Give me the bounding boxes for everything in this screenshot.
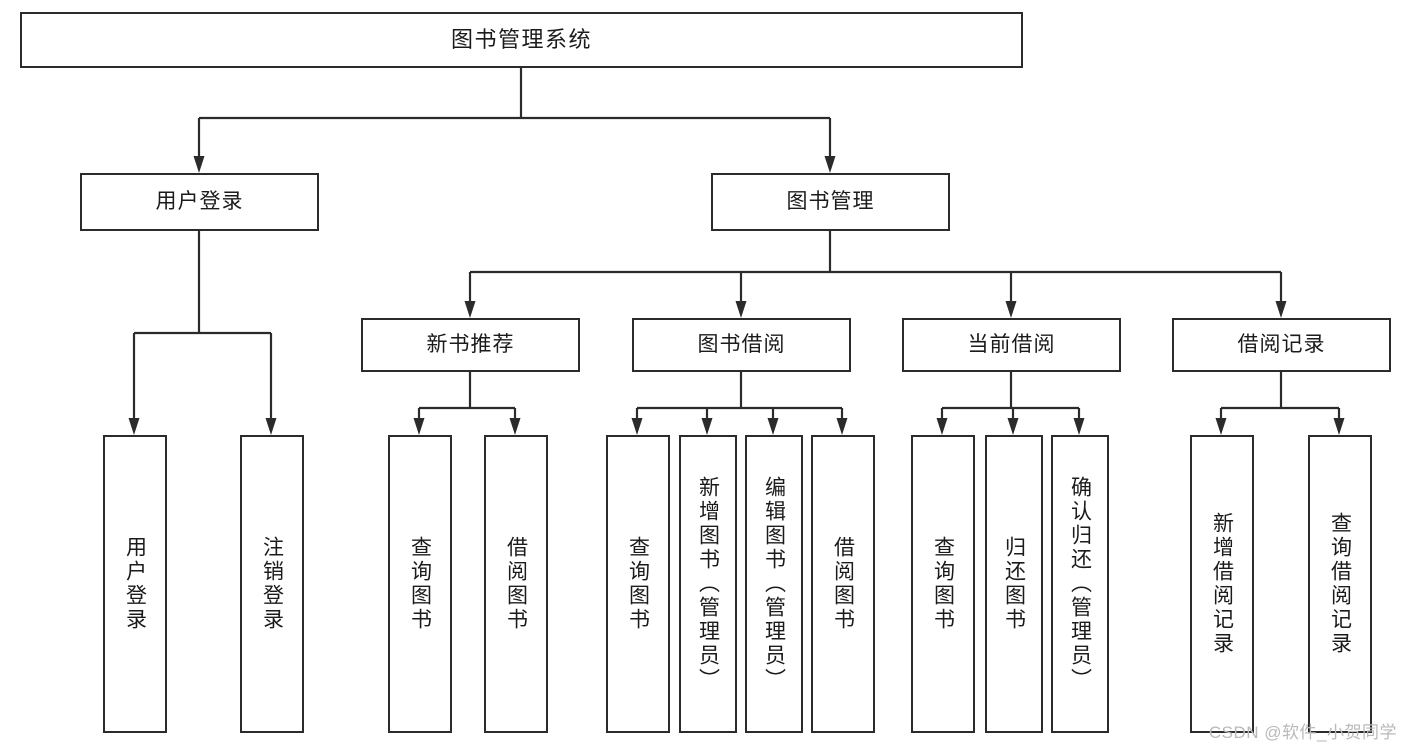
node-leaf-borrow-book[interactable]: 借阅图书 [811, 435, 875, 733]
node-leaf-logout[interactable]: 注销登录 [240, 435, 304, 733]
node-label: 新增借阅记录 [1210, 512, 1234, 656]
arrowhead-icon [413, 418, 425, 435]
node-label: 新书推荐 [426, 332, 515, 356]
node-leaf-user-login[interactable]: 用户登录 [103, 435, 167, 733]
arrowhead-icon [1073, 418, 1085, 435]
arrowhead-icon [735, 301, 747, 318]
node-label: 借阅记录 [1237, 332, 1326, 356]
node-book-borrow[interactable]: 图书借阅 [632, 318, 851, 372]
node-current-borrow[interactable]: 当前借阅 [902, 318, 1121, 372]
node-book-manage[interactable]: 图书管理 [711, 173, 950, 231]
node-label: 当前借阅 [967, 332, 1056, 356]
node-leaf-edit-book-admin[interactable]: 编辑图书（管理员） [745, 435, 803, 733]
arrowhead-icon [936, 418, 948, 435]
watermark: CSDN @软件_小贺同学 [1208, 723, 1397, 742]
node-leaf-add-book-admin[interactable]: 新增图书（管理员） [679, 435, 737, 733]
arrowhead-icon [509, 418, 521, 435]
arrowhead-icon [1275, 301, 1287, 318]
node-borrow-record[interactable]: 借阅记录 [1172, 318, 1391, 372]
node-label: 编辑图书（管理员） [762, 476, 786, 692]
node-label: 查询图书 [626, 536, 650, 632]
arrowhead-icon [128, 418, 140, 435]
node-new-book-recommend[interactable]: 新书推荐 [361, 318, 580, 372]
arrowhead-icon [836, 418, 848, 435]
node-label: 用户登录 [155, 189, 244, 213]
node-label: 查询图书 [931, 536, 955, 632]
node-label: 图书管理系统 [450, 27, 592, 53]
node-label: 新增图书（管理员） [696, 476, 720, 692]
arrowhead-icon [631, 418, 643, 435]
node-label: 注销登录 [260, 536, 284, 632]
node-leaf-borrow-book-rec[interactable]: 借阅图书 [484, 435, 548, 733]
arrowhead-icon [265, 418, 277, 435]
node-label: 归还图书 [1002, 536, 1026, 632]
arrowhead-icon [824, 156, 836, 173]
node-label: 图书管理 [786, 189, 875, 213]
node-leaf-query-book-cur[interactable]: 查询图书 [911, 435, 975, 733]
node-leaf-query-borrow-record[interactable]: 查询借阅记录 [1308, 435, 1372, 733]
arrowhead-icon [464, 301, 476, 318]
node-label: 查询借阅记录 [1328, 512, 1352, 656]
node-leaf-query-book-borrow[interactable]: 查询图书 [606, 435, 670, 733]
node-label: 用户登录 [123, 536, 147, 632]
arrowhead-icon [701, 418, 713, 435]
arrowhead-icon [1005, 301, 1017, 318]
arrowhead-icon [193, 156, 205, 173]
node-label: 借阅图书 [504, 536, 528, 632]
node-leaf-confirm-return-admin[interactable]: 确认归还（管理员） [1051, 435, 1109, 733]
node-label: 确认归还（管理员） [1068, 476, 1092, 692]
arrowhead-icon [1333, 418, 1345, 435]
node-label: 借阅图书 [831, 536, 855, 632]
node-user-login[interactable]: 用户登录 [80, 173, 319, 231]
node-leaf-add-borrow-record[interactable]: 新增借阅记录 [1190, 435, 1254, 733]
arrowhead-icon [1215, 418, 1227, 435]
arrowhead-icon [767, 418, 779, 435]
node-leaf-query-book-rec[interactable]: 查询图书 [388, 435, 452, 733]
node-root[interactable]: 图书管理系统 [20, 12, 1023, 68]
node-label: 查询图书 [408, 536, 432, 632]
node-label: 图书借阅 [697, 332, 786, 356]
node-leaf-return-book[interactable]: 归还图书 [985, 435, 1043, 733]
arrowhead-icon [1007, 418, 1019, 435]
